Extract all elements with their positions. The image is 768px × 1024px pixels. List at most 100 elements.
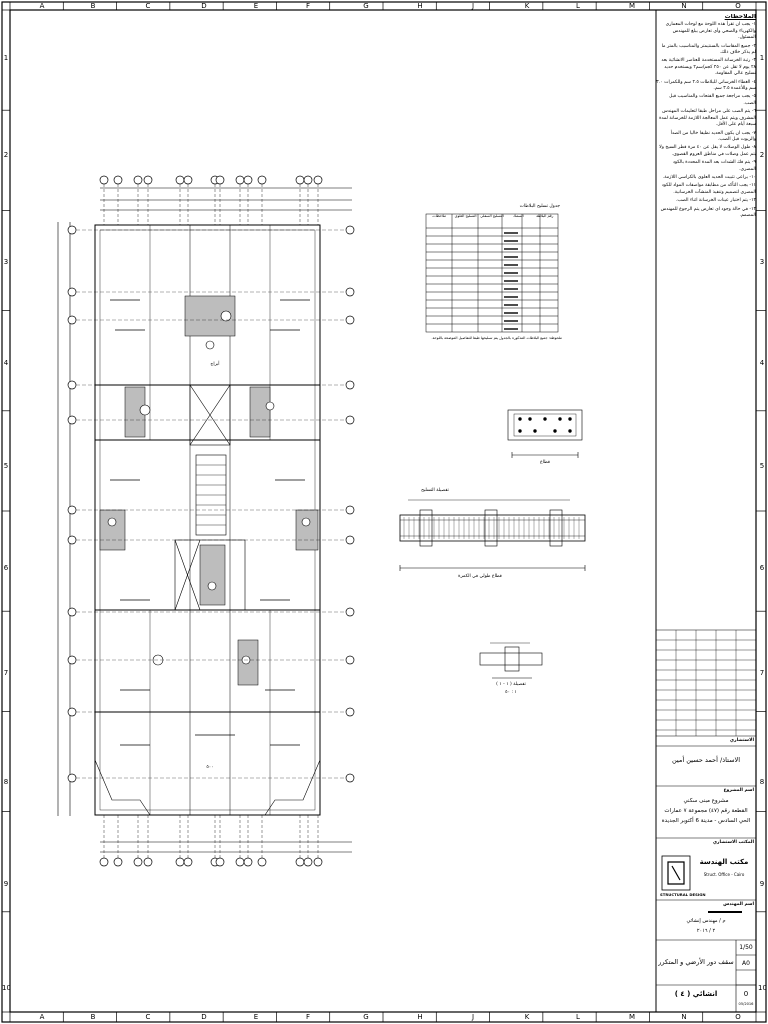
grid-letter-a: A <box>39 1013 45 1021</box>
grid-number-4: 4 <box>759 359 765 367</box>
consultant-label: الاستشاري <box>729 738 754 743</box>
schedule-title: جدول تسليح البلاطات <box>519 204 560 209</box>
office-label: المكتب الاستشاري <box>712 840 754 845</box>
grid-letter-b: B <box>90 1013 96 1021</box>
drawing-number: انشائي ( ٤ ) <box>674 990 718 998</box>
note-item: ١٠- يراعى تثبيت الحديد العلوي بالكراسي ا… <box>662 174 756 180</box>
grid-letter-e: E <box>253 1013 259 1021</box>
project-line-1: مشروع مبنى سكني <box>683 798 729 804</box>
grid-number-6: 6 <box>759 564 765 572</box>
grid-letter-l: L <box>576 2 580 10</box>
office-header: المكتب الاستشاري <box>656 840 756 848</box>
grid-letter-n: N <box>681 2 687 10</box>
grid-number-4: 4 <box>3 359 9 367</box>
schedule-header: رقم البلاطة <box>536 214 554 218</box>
grid-letter-d: D <box>201 1013 207 1021</box>
grid-letter-j: J <box>471 2 475 10</box>
office-address: Struct. Office - Cairo <box>703 872 745 877</box>
schedule-header: السمك <box>513 214 524 218</box>
note-item: ٣- رتبة الخرسانة المستخدمة للعناصر الانش… <box>661 58 756 77</box>
consultant-name: الاستاذ/ أحمد حسين أمين <box>671 756 741 764</box>
note-item: ٨- طول الوصلات لا يقل عن ٤٠ مرة قطر السي… <box>659 145 756 157</box>
drawing-title: سقف دور الأرضي و المتكرر <box>658 958 734 966</box>
engineer-label: اسم المهندس <box>723 902 754 907</box>
grid-number-5: 5 <box>3 462 9 470</box>
project-header: اسم المشروع <box>656 788 756 796</box>
grid-letter-f: F <box>305 1013 311 1021</box>
grid-letter-b: B <box>90 2 96 10</box>
office-name: مكتب الهندسة <box>699 858 749 866</box>
scale-value: 1/50 <box>739 944 753 951</box>
date-value: ٢ / ٢٠١٦ <box>696 928 716 934</box>
grid-letter-d: D <box>201 2 207 10</box>
note-item: ١١- يجب التأكد من مطابقة مواصفات المواد … <box>661 183 756 195</box>
note-item: ٦- يتم الصب على مراحل طبقا لتعليمات المه… <box>659 109 756 128</box>
long-section-note: تفصيلة التسليح <box>421 488 449 493</box>
grid-letter-g: G <box>363 2 369 10</box>
general-notes: الملاحظات ١- يجب ان تقرأ هذه اللوحة مع ل… <box>656 14 756 626</box>
grid-number-10: 10 <box>758 984 767 992</box>
grid-number-5: 5 <box>759 462 765 470</box>
note-item: ١٣- في حالة وجود اي تعارض يتم الرجوع للم… <box>660 206 756 218</box>
office-tag: STRUCTURAL DESIGN <box>660 892 706 897</box>
grid-letter-j: J <box>471 1013 475 1021</box>
engineer-name: م / مهندس إنشائي <box>686 918 726 924</box>
consultant-header: الاستشاري <box>656 738 756 746</box>
grid-letter-e: E <box>253 2 259 10</box>
grid-number-1: 1 <box>3 54 9 62</box>
plan-room-label: أبراج <box>210 362 220 367</box>
grid-number-7: 7 <box>3 669 9 677</box>
grid-number-9: 9 <box>759 880 765 888</box>
grid-letter-l: L <box>576 1013 580 1021</box>
revision-value: 0 <box>743 990 749 998</box>
note-item: ١٢- يتم اختبار عينات الخرسانة اثناء الصب… <box>675 198 756 204</box>
grid-number-7: 7 <box>759 669 765 677</box>
project-line-2: القطعة رقم (٤٧) مجموعة ٧ عمارات <box>664 808 748 814</box>
grid-letter-g: G <box>363 1013 369 1021</box>
grid-number-6: 6 <box>3 564 9 572</box>
grid-letter-o: O <box>735 1013 741 1021</box>
long-section-label: قطاع طولي في الكمرة <box>458 574 502 579</box>
note-item: ٤- الغطاء الخرساني للبلاطات ٢.٥ سم وللكم… <box>656 79 756 92</box>
project-line-3: الحي السادس - مدينة 6 أكتوبر الجديدة <box>661 818 751 824</box>
schedule-note: ملحوظة: جميع البلاطات المذكورة بالجدول ي… <box>431 336 562 340</box>
grid-number-8: 8 <box>3 778 9 786</box>
grid-number-1: 1 <box>759 54 765 62</box>
grid-letter-n: N <box>681 1013 687 1021</box>
engineer-header: اسم المهندس <box>656 902 756 910</box>
grid-number-3: 3 <box>759 258 765 266</box>
sheet-size: A0 <box>742 960 750 967</box>
sheet-number: 05/2016 <box>738 1002 754 1006</box>
beam-section-label: قطاع <box>540 460 550 465</box>
grid-number-9: 9 <box>3 880 9 888</box>
small-detail-scale: ١ : ٥٠ <box>505 690 517 695</box>
small-detail-label: تفصيلة ( ١ - ١ ) <box>496 682 526 687</box>
grid-number-2: 2 <box>3 151 9 159</box>
grid-number-3: 3 <box>3 258 9 266</box>
note-item: ٥- يجب مراجعة جميع الفتحات والمناسيب قبل… <box>669 94 756 106</box>
grid-letter-o: O <box>735 2 741 10</box>
grid-letter-k: K <box>524 1013 530 1021</box>
grid-letter-f: F <box>305 2 311 10</box>
schedule-header: التسليح السفلي <box>480 214 504 218</box>
project-label: اسم المشروع <box>723 788 754 793</box>
grid-letter-c: C <box>145 1013 151 1021</box>
grid-letter-c: C <box>145 2 151 10</box>
grid-letter-a: A <box>39 2 45 10</box>
note-item: ٧- يجب ان يكون الحديد نظيفا خاليا من الص… <box>670 130 756 142</box>
grid-letter-m: M <box>628 1013 636 1021</box>
grid-letter-m: M <box>628 2 636 10</box>
grid-letter-h: H <box>417 1013 423 1021</box>
notes-title: الملاحظات <box>724 14 756 20</box>
note-item: ٢- جميع المقاسات بالسنتيمتر والمناسيب با… <box>661 43 756 56</box>
grid-letter-h: H <box>417 2 423 10</box>
grid-number-10: 10 <box>2 984 11 992</box>
note-item: ٩- يتم فك الشدات بعد المدة المحددة بالكو… <box>672 160 756 172</box>
schedule-header: ملاحظات <box>432 214 447 218</box>
note-item: ١- يجب ان تقرأ هذه اللوحة مع لوحات المعم… <box>665 22 756 41</box>
plan-dim-label: ٥٠٠ <box>206 765 214 770</box>
grid-letter-k: K <box>524 2 530 10</box>
schedule-header: التسليح العلوي <box>454 214 477 218</box>
grid-number-2: 2 <box>759 151 765 159</box>
